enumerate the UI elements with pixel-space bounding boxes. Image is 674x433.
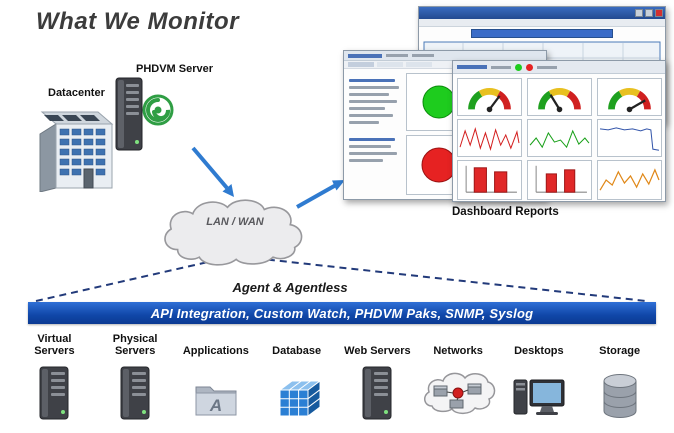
lan-wan-label: LAN / WAN — [206, 216, 264, 228]
maximize-button[interactable] — [645, 9, 653, 17]
agent-agentless-label: Agent & Agentless — [232, 280, 348, 295]
tab[interactable] — [406, 62, 432, 67]
orange-line-chart-panel — [597, 160, 662, 200]
item-label: Database — [272, 345, 322, 358]
chart-caption-bar — [470, 29, 614, 38]
item-label: Web Servers — [344, 345, 411, 358]
phdvm-server-label: PHDVM Server — [136, 63, 214, 75]
item-desktops: Desktops — [499, 330, 580, 428]
svg-text:A: A — [209, 396, 222, 415]
tab[interactable] — [377, 62, 403, 67]
item-label: Virtual Servers — [34, 332, 75, 358]
summary-text-block — [349, 75, 401, 166]
page-title: What We Monitor — [36, 8, 240, 35]
cloud-shape — [164, 199, 303, 266]
close-button[interactable] — [655, 9, 663, 17]
gauge-panel — [457, 78, 522, 116]
drop-line-chart-panel — [597, 119, 662, 157]
item-label: Networks — [433, 345, 483, 358]
datacenter-building-icon — [34, 100, 122, 197]
item-physical-servers: Physical Servers — [95, 330, 176, 428]
item-storage: Storage — [579, 330, 660, 428]
server-tower-icon — [362, 358, 392, 420]
window-menustrip — [419, 19, 665, 27]
item-virtual-servers: Virtual Servers — [14, 330, 95, 428]
gauge-panel — [597, 78, 662, 116]
item-label: Physical Servers — [112, 332, 158, 358]
red-line-chart-panel — [457, 119, 522, 157]
tab[interactable] — [348, 62, 374, 67]
desktop-computer-icon — [512, 358, 566, 420]
dashboard-reports-group: Dashboard Reports — [340, 4, 672, 226]
red-bar-chart-panel — [527, 160, 592, 200]
server-tower-icon — [120, 358, 150, 420]
green-line-chart-panel — [527, 119, 592, 157]
monitored-items-row: Virtual Servers Physical Servers — [14, 330, 660, 428]
server-tower-icon — [39, 358, 69, 420]
red-bar-chart-panel — [457, 160, 522, 200]
database-cubes-icon — [272, 358, 322, 420]
arrow-server-to-cloud — [191, 146, 229, 190]
minimize-button[interactable] — [635, 9, 643, 17]
storage-cylinder-icon — [601, 358, 639, 420]
integration-banner: API Integration, Custom Watch, PHDVM Pak… — [28, 302, 656, 324]
green-status-dot — [515, 63, 522, 71]
red-status-dot — [526, 63, 533, 71]
item-applications: Applications A — [176, 330, 257, 428]
applications-folder-icon: A — [193, 358, 239, 420]
integration-banner-text: API Integration, Custom Watch, PHDVM Pak… — [150, 305, 534, 321]
dashboard-window-front — [452, 60, 666, 202]
network-cloud-icon — [420, 358, 496, 420]
item-database: Database — [256, 330, 337, 428]
lan-wan-cloud: LAN / WAN — [152, 190, 317, 268]
item-networks: Networks — [418, 330, 499, 428]
window-titlebar — [419, 7, 665, 19]
datacenter-label: Datacenter — [48, 87, 105, 99]
item-label: Desktops — [514, 345, 564, 358]
window-header — [453, 61, 665, 74]
dashboard-reports-label: Dashboard Reports — [452, 206, 559, 218]
item-web-servers: Web Servers — [337, 330, 418, 428]
item-label: Storage — [599, 345, 641, 358]
phdvm-server-icon — [110, 76, 176, 163]
tab-strip — [344, 61, 546, 69]
item-label: Applications — [182, 345, 249, 358]
window-header — [344, 51, 546, 61]
gauge-panel — [527, 78, 592, 116]
